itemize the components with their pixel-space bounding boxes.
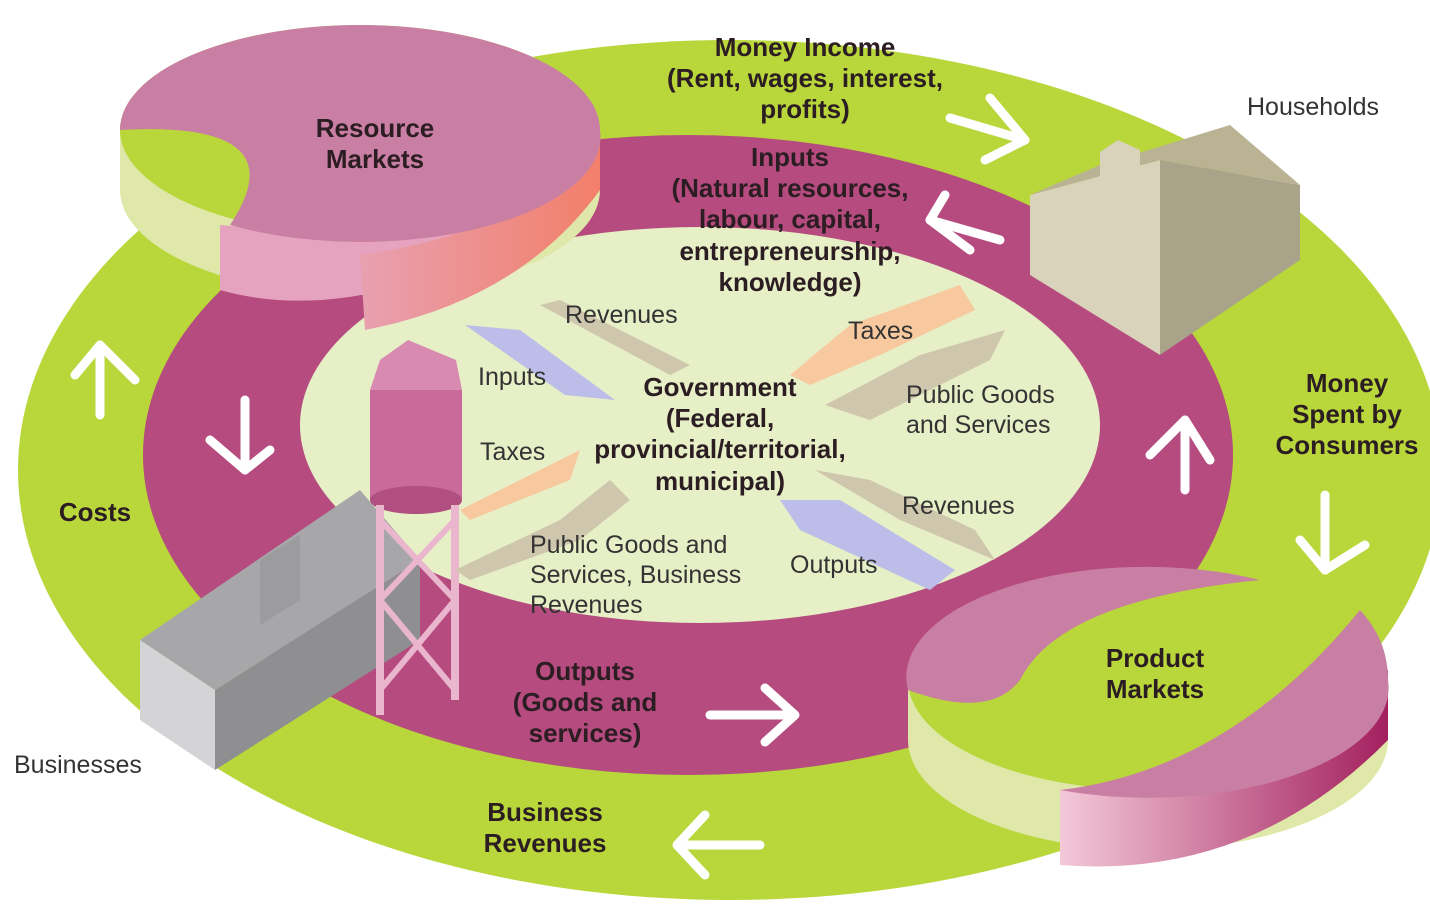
public-goods-arrow-left (455, 480, 630, 580)
money-spent-label: Money Spent by Consumers (1275, 368, 1419, 461)
inputs-arrow (465, 325, 615, 400)
money-income-label: Money Income (Rent, wages, interest, pro… (667, 32, 943, 125)
gov-taxes-left-label: Taxes (480, 438, 546, 466)
gov-public-goods-right-label: Public Goods and Services (906, 381, 1055, 439)
outputs-main-label: Outputs (Goods and services) (512, 656, 658, 749)
resource-markets-disc (120, 25, 601, 330)
outputs-arrow (780, 500, 955, 590)
public-goods-arrow-right (825, 330, 1005, 420)
gov-outputs-label: Outputs (790, 551, 878, 579)
taxes-arrow-top (790, 285, 975, 385)
households-label: Households (1247, 93, 1380, 121)
gov-public-goods-left-label: Public Goods and Services, Business Reve… (530, 531, 742, 619)
businesses-label: Businesses (14, 751, 142, 779)
arrow-down-icon (1295, 490, 1370, 575)
government-flow-arrows (455, 285, 1005, 590)
arrow-right-icon (705, 683, 800, 747)
gov-revenues-top-label: Revenues (565, 301, 678, 329)
revenues-arrow-right (815, 470, 995, 560)
taxes-arrow-left (460, 450, 580, 520)
government-label: Government (Federal, provincial/territor… (594, 372, 846, 496)
arrow-down-icon (205, 395, 275, 475)
inputs-main-label: Inputs (Natural resources, labour, capit… (671, 142, 909, 297)
gov-inputs-label: Inputs (478, 363, 547, 391)
house-icon (1030, 125, 1300, 355)
costs-label: Costs (58, 497, 132, 527)
revenues-arrow-top (540, 300, 690, 375)
product-markets-label: Product Markets (1105, 643, 1205, 705)
gov-revenues-right-label: Revenues (902, 492, 1015, 520)
water-tower-icon (370, 340, 462, 715)
arrow-left-icon (672, 810, 765, 880)
business-revenues-label: Business Revenues (483, 797, 607, 859)
product-markets-disc (906, 566, 1389, 867)
arrow-up-icon (70, 340, 140, 420)
gov-taxes-top-label: Taxes (848, 317, 914, 345)
arrow-right-icon (945, 93, 1030, 165)
resource-markets-label: Resource Markets (315, 113, 435, 175)
arrow-up-icon (1145, 415, 1215, 495)
arrow-left-icon (925, 190, 1005, 255)
factory-icon (140, 490, 420, 770)
